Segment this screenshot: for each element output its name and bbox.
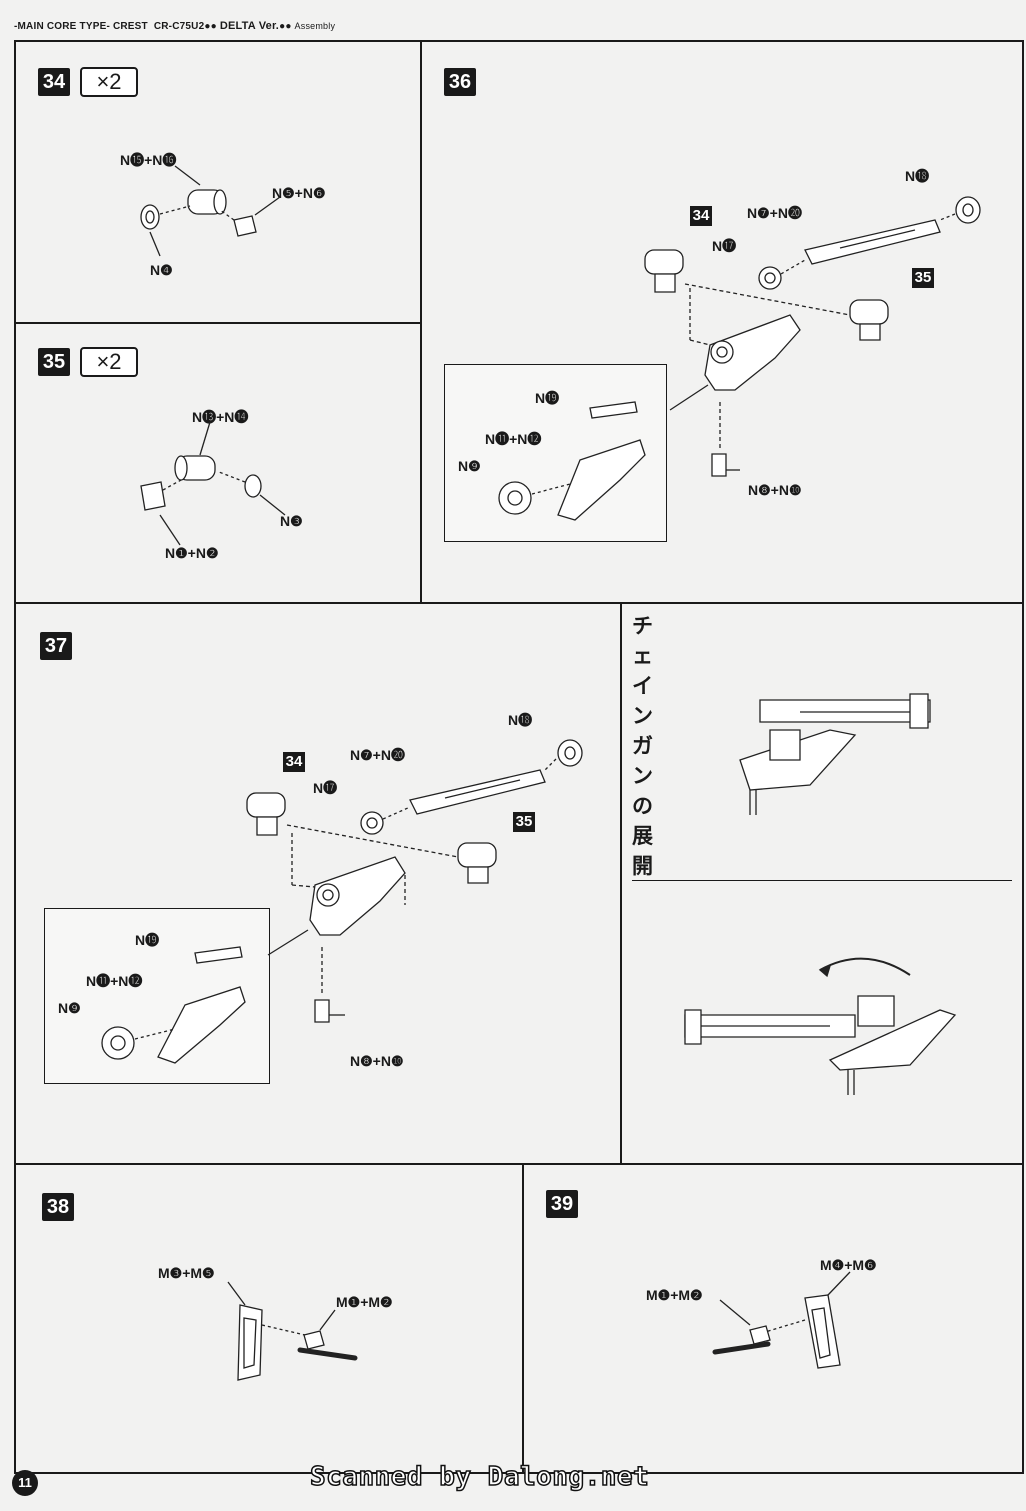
header-section: Assembly — [294, 21, 336, 31]
header-title: -MAIN CORE TYPE- CREST — [14, 21, 148, 32]
part-label: N⓲ — [905, 168, 930, 184]
assembly-diagram — [130, 160, 290, 270]
step-number-badge: 39 — [546, 1190, 578, 1218]
instruction-frame — [14, 40, 1024, 1474]
divider — [420, 40, 422, 604]
divider — [14, 322, 421, 324]
chaingun-title: チェインガンの展開 — [632, 615, 653, 878]
scan-credit: Scanned by Dalong.net — [309, 1461, 650, 1493]
assembly-diagram — [710, 1270, 860, 1380]
chaingun-folded-diagram — [730, 690, 940, 820]
page-header: -MAIN CORE TYPE- CREST CR-C75U2●● DELTA … — [14, 20, 336, 32]
part-label: N⓯+N⓰ — [120, 152, 177, 168]
part-label: N❺+N❻ — [272, 185, 326, 201]
step-number-badge: 36 — [444, 68, 476, 96]
part-label: N⓲ — [508, 712, 533, 728]
step-number-badge: 38 — [42, 1193, 74, 1221]
part-label: M❶+M❷ — [646, 1287, 703, 1303]
part-label: N❼+N⓴ — [747, 205, 802, 221]
part-label: M❸+M❺ — [158, 1265, 215, 1281]
step-reference-34: 34 — [690, 206, 712, 226]
part-label: N⓭+N⓮ — [192, 409, 249, 425]
part-label: N⓱ — [712, 238, 737, 254]
part-label: N⓫+N⓬ — [485, 431, 542, 447]
part-label: M❶+M❷ — [336, 1294, 393, 1310]
part-label: M❹+M❻ — [820, 1257, 877, 1273]
step-number-badge: 34 — [38, 68, 70, 96]
header-version: DELTA Ver. — [219, 20, 280, 32]
assembly-diagram — [220, 1280, 370, 1390]
step-reference-35: 35 — [912, 268, 934, 288]
part-label: N❽+N❿ — [350, 1053, 404, 1069]
step-reference-35: 35 — [513, 812, 535, 832]
quantity-multiplier: ×2 — [80, 347, 138, 377]
part-label: N❾ — [458, 458, 481, 474]
step-number-badge: 35 — [38, 348, 70, 376]
part-label: N⓱ — [313, 780, 338, 796]
part-label: N❹ — [150, 262, 173, 278]
part-label: N❾ — [58, 1000, 81, 1016]
step-reference-34: 34 — [283, 752, 305, 772]
step-number-badge: 37 — [40, 632, 72, 660]
part-label: N❶+N❷ — [165, 545, 219, 561]
assembly-diagram — [40, 725, 600, 1085]
divider — [14, 1163, 1024, 1165]
part-label: N⓫+N⓬ — [86, 973, 143, 989]
page-number: 11 — [12, 1470, 38, 1496]
assembly-diagram — [135, 420, 305, 540]
chaingun-deployed-diagram — [680, 950, 970, 1100]
part-label: N⓳ — [535, 390, 560, 406]
part-label: N❼+N⓴ — [350, 747, 405, 763]
quantity-multiplier: ×2 — [80, 67, 138, 97]
divider — [14, 602, 1024, 604]
divider — [620, 602, 622, 1164]
assembly-diagram — [440, 180, 990, 540]
part-label: N⓳ — [135, 932, 160, 948]
header-model: CR-C75U2 — [153, 21, 205, 32]
part-label: N❽+N❿ — [748, 482, 802, 498]
divider — [522, 1163, 524, 1474]
part-label: N❸ — [280, 513, 303, 529]
divider — [632, 880, 1012, 881]
